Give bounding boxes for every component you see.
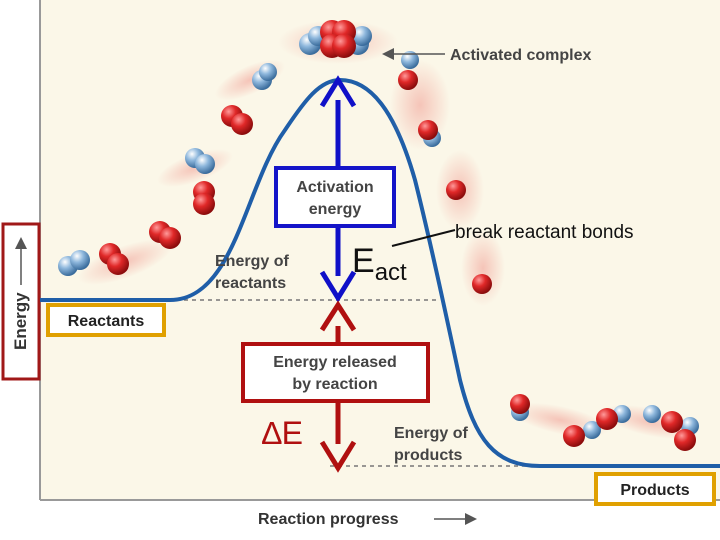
energy-released-arrow-up-head bbox=[319, 300, 357, 332]
break-bonds-pointer bbox=[391, 229, 456, 247]
energy-of-products-line2: products bbox=[394, 447, 463, 464]
energy-of-reactants-line2: reactants bbox=[215, 275, 286, 292]
energy-released-line1: Energy released bbox=[273, 354, 397, 371]
products-box bbox=[594, 472, 716, 506]
reaction-progress-label: Reaction progress bbox=[258, 511, 399, 528]
molecule-group bbox=[58, 20, 699, 451]
reactants-box bbox=[46, 303, 166, 337]
activation-energy-arrow-down-head bbox=[319, 270, 357, 303]
break-bonds-label: break reactant bonds bbox=[455, 222, 634, 243]
energy-axis-label: Energy bbox=[11, 292, 30, 350]
activation-energy-arrow-up-head bbox=[319, 75, 357, 108]
energy-of-reactants-line1: Energy of bbox=[215, 253, 289, 270]
energy-curve bbox=[40, 77, 720, 468]
e-act-label: Eact bbox=[352, 242, 407, 286]
energy-released-box bbox=[241, 342, 430, 403]
energy-of-products-line1: Energy of bbox=[394, 425, 468, 442]
products-label: Products bbox=[620, 482, 689, 499]
activation-energy-label-line2: energy bbox=[309, 201, 362, 218]
reactants-label: Reactants bbox=[68, 313, 145, 330]
energy-released-line2: by reaction bbox=[292, 376, 377, 393]
activation-energy-label-line1: Activation bbox=[296, 179, 373, 196]
activation-energy-box bbox=[274, 166, 396, 228]
activated-complex-label: Activated complex bbox=[450, 47, 591, 64]
delta-e-label: ∆E bbox=[262, 415, 303, 451]
energy-released-arrow-down-head bbox=[319, 440, 357, 473]
